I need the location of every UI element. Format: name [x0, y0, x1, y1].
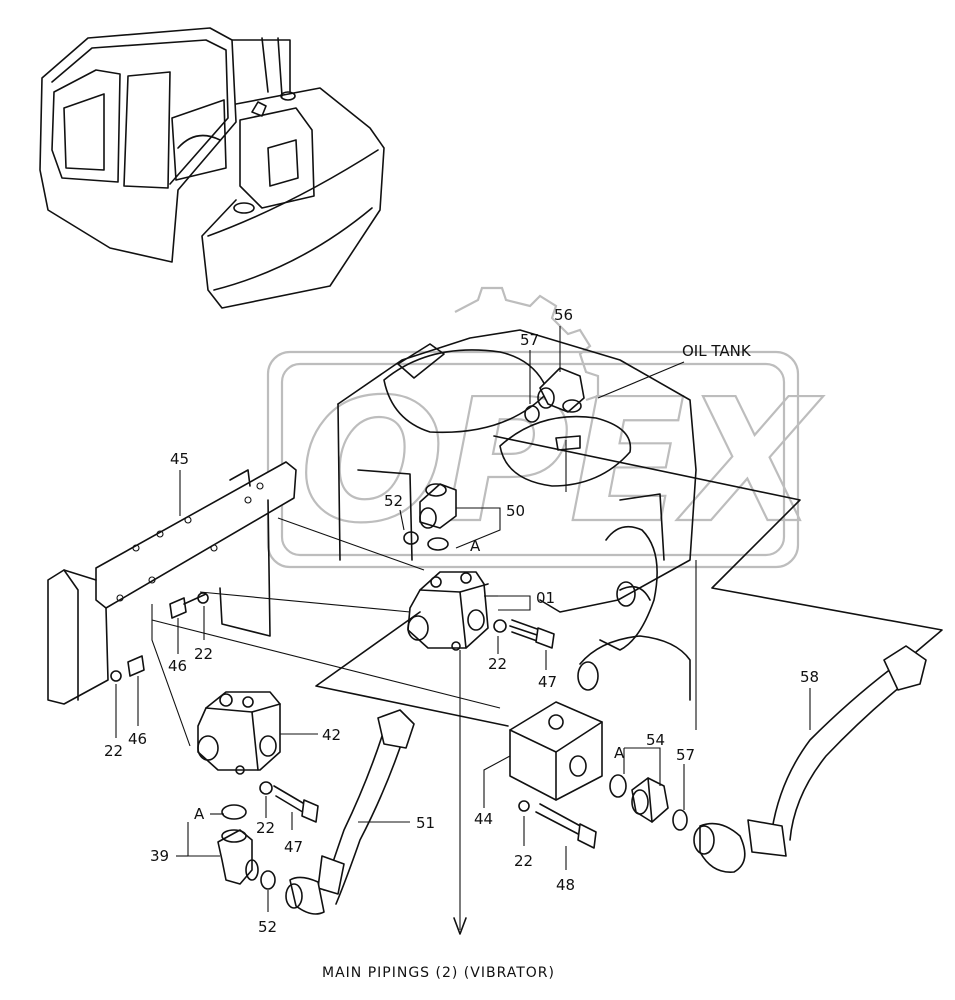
callout-39: 39 [150, 847, 169, 865]
callout-22-left: 22 [104, 742, 123, 760]
callout-57-upper: 57 [520, 331, 539, 349]
callout-42: 42 [322, 726, 341, 744]
bolt-46-lower [110, 655, 145, 682]
leader-lines [115, 326, 811, 912]
callout-01: 01 [536, 589, 555, 607]
valve-block-42 [197, 691, 281, 775]
o-ring-a-lower [221, 804, 247, 820]
watermark: OPEX [266, 286, 825, 569]
diagram-caption: MAIN PIPINGS (2) (VIBRATOR) [322, 965, 555, 981]
o-ring-57-lower [672, 809, 688, 831]
excavator-overview [39, 27, 385, 309]
o-ring-a-right [609, 774, 627, 798]
washer-22-block [518, 800, 530, 812]
callout-57-lower: 57 [676, 746, 695, 764]
hose-51 [285, 709, 415, 915]
callout-50: 50 [506, 502, 525, 520]
oil-tank-label: OIL TANK [682, 342, 752, 360]
callout-48: 48 [556, 876, 575, 894]
valve-block-01 [407, 571, 489, 651]
washer-22-valve [493, 619, 507, 633]
callout-52-lower: 52 [258, 918, 277, 936]
callout-47-lower: 47 [284, 838, 303, 856]
callout-44: 44 [474, 810, 493, 828]
elbow-50 [419, 483, 457, 529]
callout-58: 58 [800, 668, 819, 686]
callout-22-lower: 22 [256, 819, 275, 837]
hose-58 [693, 645, 927, 873]
o-ring-52-upper [403, 531, 419, 545]
washer-22-lower [259, 781, 273, 795]
port-label-a-right: A [614, 744, 625, 762]
callout-51: 51 [416, 814, 435, 832]
bolt-46-upper [169, 592, 209, 619]
callout-22-valve: 22 [488, 655, 507, 673]
callouts: 45 56 57 52 50 A 01 46 22 22 47 58 42 54… [104, 306, 819, 936]
callout-46-upper: 46 [168, 657, 187, 675]
o-ring-a-upper [427, 537, 449, 551]
o-ring-52-lower [260, 870, 276, 890]
bracket-45 [47, 461, 297, 705]
callout-52-upper: 52 [384, 492, 403, 510]
valve-block-44 [509, 701, 603, 801]
connector-lines [151, 435, 943, 935]
callout-56: 56 [554, 306, 573, 324]
callout-46-lower: 46 [128, 730, 147, 748]
elbow-39 [217, 829, 259, 885]
bolt-47-valve [509, 619, 555, 649]
callout-45: 45 [170, 450, 189, 468]
port-label-a-upper: A [470, 537, 481, 555]
callout-22-block: 22 [514, 852, 533, 870]
bolt-48 [535, 803, 597, 849]
callout-47-valve: 47 [538, 673, 557, 691]
adapter-54 [631, 777, 669, 823]
callout-22-upper: 22 [194, 645, 213, 663]
bolt-47-lower [273, 785, 319, 823]
port-label-a-lower: A [194, 805, 205, 823]
o-ring-57-upper [524, 405, 540, 423]
callout-54: 54 [646, 731, 665, 749]
